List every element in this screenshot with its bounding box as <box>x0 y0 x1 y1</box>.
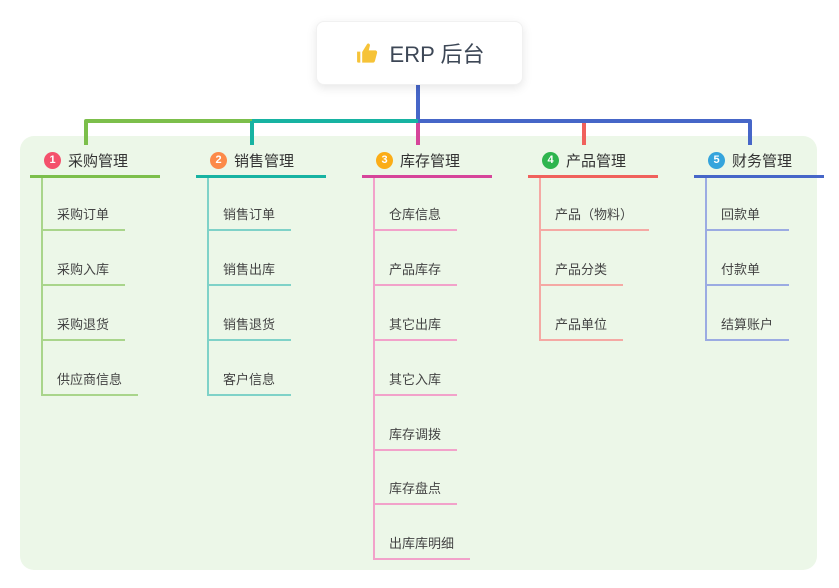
branch-title: 库存管理 <box>400 153 461 170</box>
child-node[interactable]: 库存盘点 <box>373 475 458 505</box>
rail-segment-teal <box>252 119 418 123</box>
child-node[interactable]: 付款单 <box>705 256 789 286</box>
child-node[interactable]: 销售退货 <box>207 311 292 341</box>
child-node[interactable]: 销售出库 <box>207 256 292 286</box>
branch-riser-3 <box>416 123 420 145</box>
branch-spine <box>539 178 541 341</box>
branch-number-badge: 1 <box>44 152 61 169</box>
child-node[interactable]: 出库库明细 <box>373 530 471 560</box>
root-trunk-connector <box>416 85 420 123</box>
branch-riser-5 <box>748 121 752 145</box>
child-node[interactable]: 产品单位 <box>539 311 624 341</box>
branch-heading-chanpin[interactable]: 4 产品管理 <box>528 146 658 178</box>
mindmap-background-panel <box>20 136 817 570</box>
rail-segment-green <box>84 119 252 123</box>
rail-segment-blue <box>418 119 752 123</box>
child-node[interactable]: 产品分类 <box>539 256 624 286</box>
child-node[interactable]: 采购退货 <box>41 311 126 341</box>
branch-riser-4 <box>582 123 586 145</box>
branch-spine <box>207 178 209 396</box>
child-node[interactable]: 回款单 <box>705 201 789 231</box>
branch-spine <box>705 178 707 341</box>
branch-title: 采购管理 <box>68 153 129 170</box>
branch-heading-xiaoshou[interactable]: 2 销售管理 <box>196 146 326 178</box>
child-node[interactable]: 其它入库 <box>373 366 458 396</box>
child-node[interactable]: 客户信息 <box>207 366 292 396</box>
child-node[interactable]: 仓库信息 <box>373 201 458 231</box>
child-node[interactable]: 库存调拨 <box>373 421 458 451</box>
child-node[interactable]: 结算账户 <box>705 311 790 341</box>
branch-title: 财务管理 <box>732 153 793 170</box>
root-label: ERP 后台 <box>389 42 485 67</box>
branch-number-badge: 4 <box>542 152 559 169</box>
child-node[interactable]: 供应商信息 <box>41 366 139 396</box>
thumbs-up-icon <box>356 42 377 63</box>
child-node[interactable]: 产品库存 <box>373 256 458 286</box>
branch-riser-2 <box>250 121 254 145</box>
branch-number-badge: 5 <box>708 152 725 169</box>
branch-spine <box>41 178 43 396</box>
child-node[interactable]: 销售订单 <box>207 201 292 231</box>
root-node[interactable]: ERP 后台 <box>316 21 523 85</box>
branch-title: 销售管理 <box>234 153 295 170</box>
branch-heading-caiwu[interactable]: 5 财务管理 <box>694 146 824 178</box>
branch-title: 产品管理 <box>566 153 627 170</box>
branch-heading-kucun[interactable]: 3 库存管理 <box>362 146 492 178</box>
branch-heading-caigou[interactable]: 1 采购管理 <box>30 146 160 178</box>
branch-riser-1 <box>84 121 88 145</box>
branch-number-badge: 2 <box>210 152 227 169</box>
branch-spine <box>373 178 375 560</box>
child-node[interactable]: 采购入库 <box>41 256 126 286</box>
child-node[interactable]: 其它出库 <box>373 311 458 341</box>
child-node[interactable]: 采购订单 <box>41 201 126 231</box>
child-node[interactable]: 产品（物料） <box>539 201 650 231</box>
branch-number-badge: 3 <box>376 152 393 169</box>
